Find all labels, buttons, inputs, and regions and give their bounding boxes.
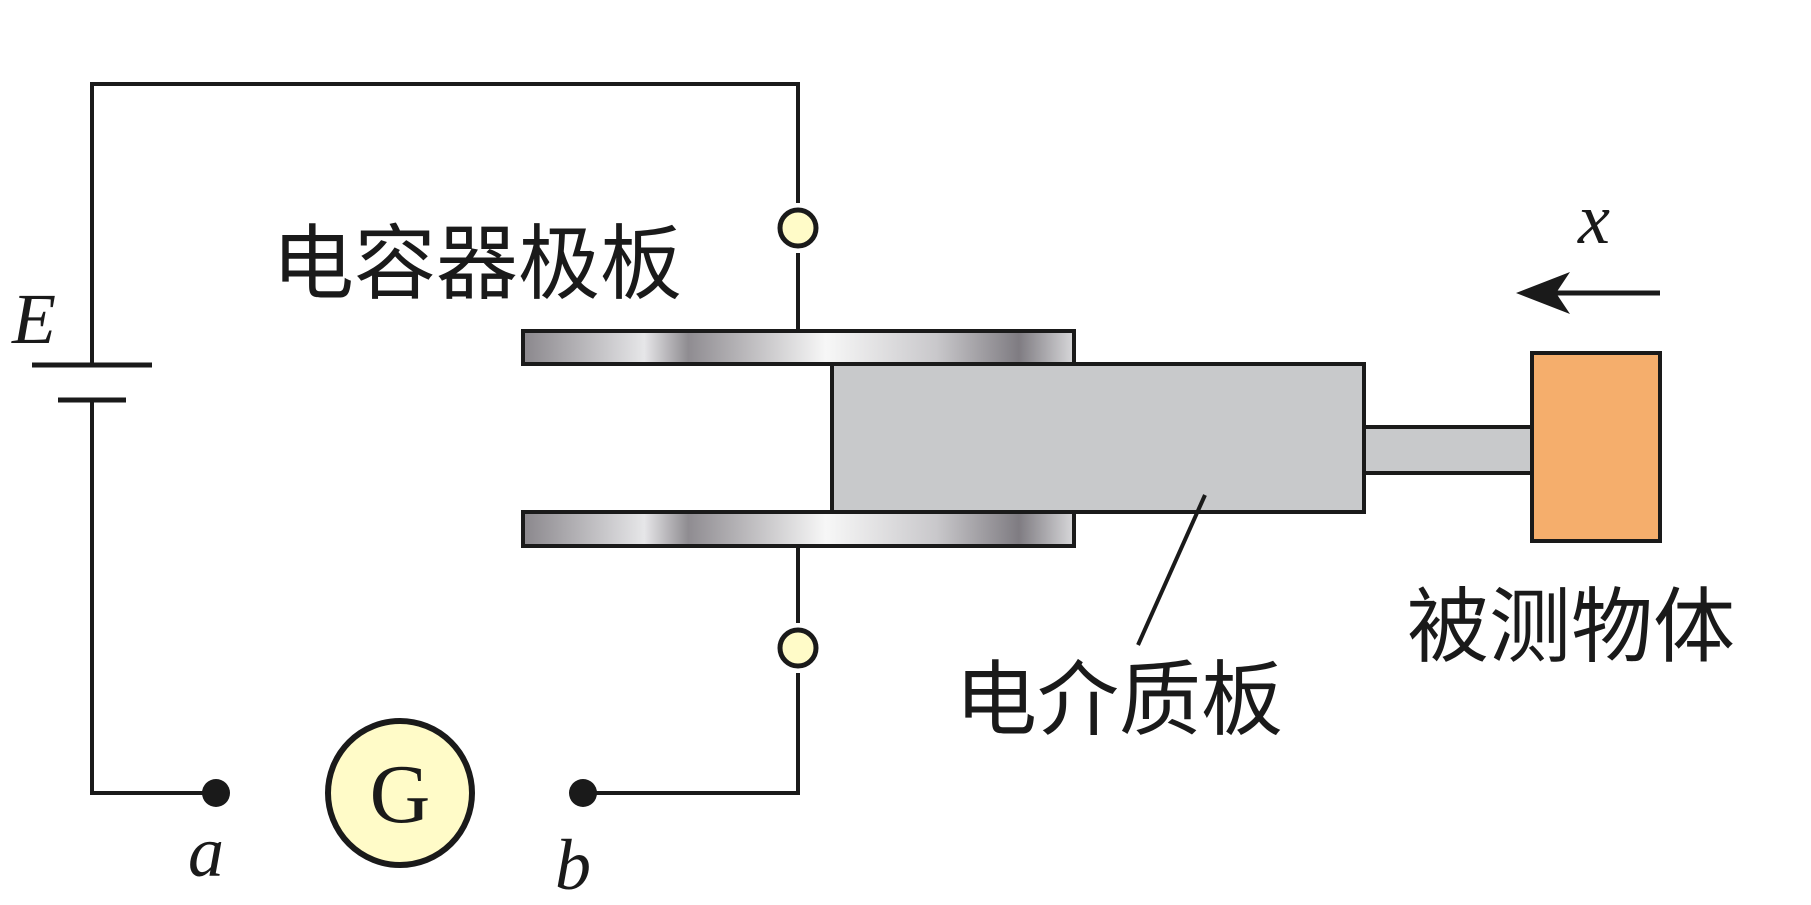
left-arrow-icon bbox=[1516, 272, 1660, 314]
capacitor-upper-plate bbox=[521, 329, 1076, 366]
measured-object bbox=[1530, 351, 1662, 543]
wire-bottom-left bbox=[90, 400, 216, 795]
capacitor-lower-plate bbox=[521, 510, 1076, 548]
capacitor-plates-label: 电容器极板 bbox=[272, 217, 682, 312]
dielectric-leader-line bbox=[1136, 494, 1207, 646]
terminal-circle-icon bbox=[777, 627, 819, 669]
wire-top-left bbox=[90, 82, 800, 365]
galvanometer-label: G bbox=[370, 748, 431, 841]
node-dot-icon bbox=[569, 779, 597, 807]
connecting-rod bbox=[1362, 425, 1534, 475]
node-dot-icon bbox=[202, 779, 230, 807]
point-b-label: b bbox=[555, 825, 591, 905]
dielectric-slab bbox=[830, 362, 1366, 514]
battery-label: E bbox=[11, 279, 56, 359]
object-label: 被测物体 bbox=[1407, 580, 1735, 675]
terminal-circle-icon bbox=[777, 207, 819, 249]
point-a-label: a bbox=[188, 812, 224, 892]
battery-symbol bbox=[32, 362, 152, 403]
dielectric-label: 电介质板 bbox=[955, 653, 1283, 748]
displacement-label: x bbox=[1577, 179, 1610, 259]
wire-bottom-right bbox=[583, 673, 800, 795]
galvanometer bbox=[325, 718, 475, 868]
circuit-wires bbox=[90, 82, 800, 795]
